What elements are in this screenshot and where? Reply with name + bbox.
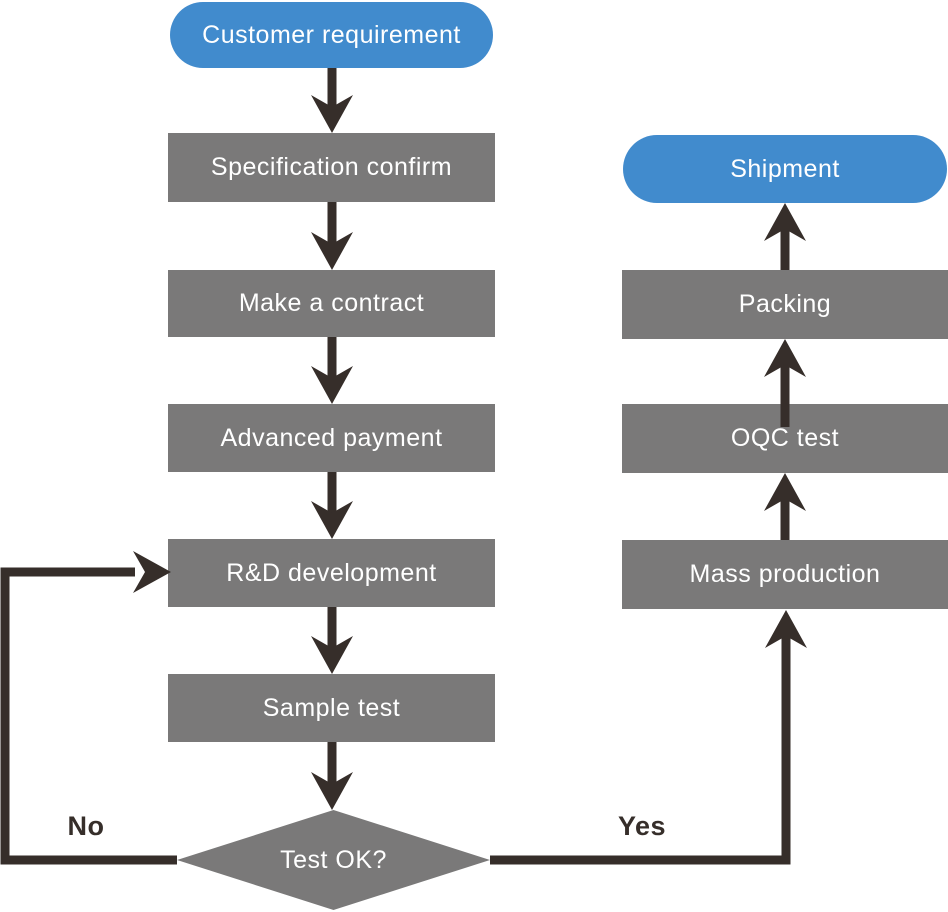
arrow-contract-to-payment [311, 337, 353, 404]
node-customer-requirement: Customer requirement [170, 2, 493, 68]
node-make-a-contract: Make a contract [168, 270, 495, 337]
node-packing-label: Packing [738, 290, 832, 318]
node-shipment-label: Shipment [730, 154, 840, 183]
edge-label-yes: Yes [617, 811, 667, 841]
node-mass-production-label: Mass production [689, 560, 881, 588]
edge-label-no: No [67, 811, 105, 841]
node-rd-development-label: R&D development [226, 558, 437, 587]
node-make-a-contract-label: Make a contract [238, 289, 425, 317]
arrow-mass-to-oqc [764, 473, 806, 540]
node-test-ok: Test OK? [177, 810, 490, 910]
node-sample-test-label: Sample test [262, 693, 401, 722]
node-mass-production: Mass production [622, 540, 948, 609]
arrow-sample-to-testok [311, 742, 353, 810]
node-advanced-payment-label: Advanced payment [220, 423, 443, 452]
arrow-rnd-to-sample [311, 607, 353, 674]
arrow-specification-to-contract [311, 202, 353, 270]
arrow-customer-to-specification [311, 68, 353, 133]
node-shipment: Shipment [623, 135, 947, 203]
node-specification-confirm: Specification confirm [168, 133, 495, 202]
node-advanced-payment: Advanced payment [168, 404, 495, 472]
node-packing: Packing [622, 270, 948, 339]
node-oqc-test: OQC test [622, 404, 948, 473]
arrow-packing-to-shipment [764, 203, 806, 270]
node-test-ok-label: Test OK? [280, 845, 387, 874]
node-specification-confirm-label: Specification confirm [210, 153, 453, 181]
arrow-payment-to-rnd [311, 472, 353, 539]
node-rd-development: R&D development [168, 539, 495, 607]
node-sample-test: Sample test [168, 674, 495, 742]
node-oqc-test-label: OQC test [730, 424, 840, 452]
node-customer-requirement-label: Customer requirement [202, 20, 461, 49]
